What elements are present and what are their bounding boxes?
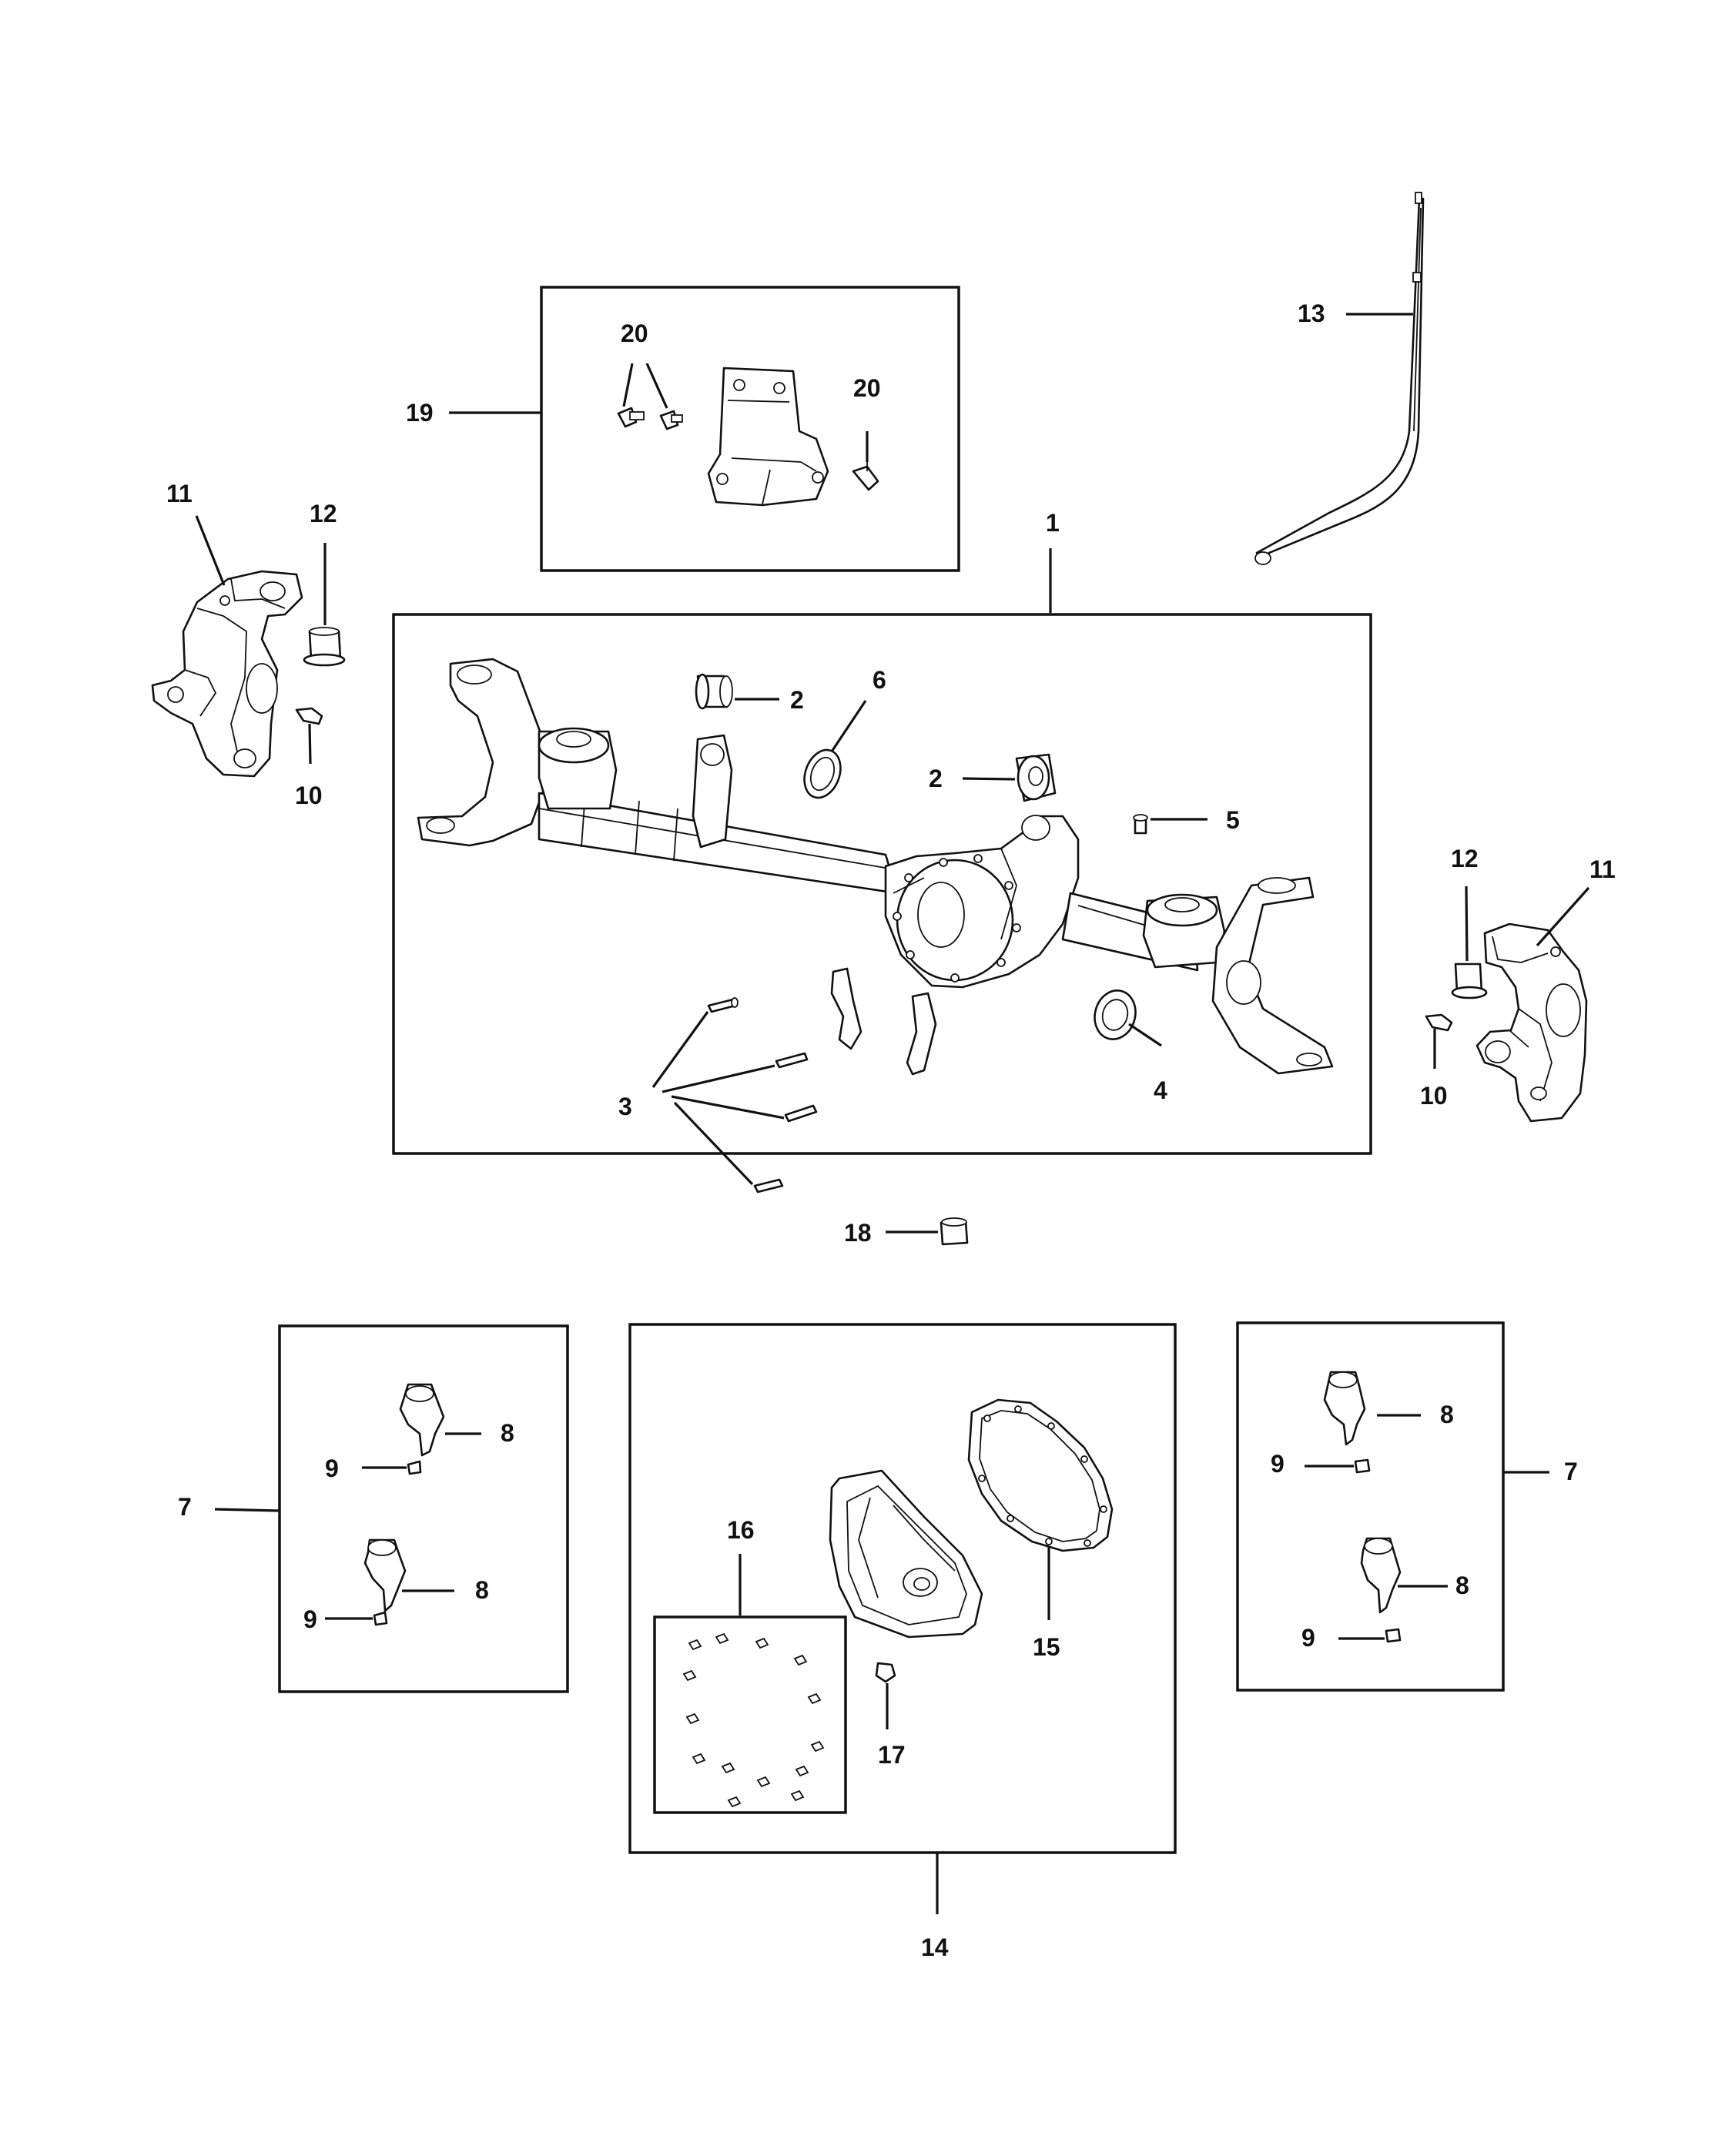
callout-4: 4 xyxy=(1154,1076,1167,1104)
callout-11-left: 11 xyxy=(166,480,193,507)
bolt-3-d-part xyxy=(753,1178,784,1194)
dipstick-tube-part xyxy=(1254,192,1425,565)
bolt-3-b-part xyxy=(775,1052,809,1069)
callout-10-right: 10 xyxy=(1420,1082,1448,1110)
axle-housing-part xyxy=(417,658,1334,1075)
seal-4-part xyxy=(1094,989,1137,1040)
callout-9-right-lower: 9 xyxy=(1301,1624,1315,1652)
callout-17: 17 xyxy=(878,1741,906,1769)
callout-1: 1 xyxy=(1046,509,1060,537)
bolt-20-b-part xyxy=(659,410,683,430)
box-7-right-ball-joints xyxy=(1236,1321,1505,1692)
callout-8-right-upper: 8 xyxy=(1440,1401,1454,1428)
ball-joint-8-upper-left-part xyxy=(399,1383,445,1457)
callout-7-right: 7 xyxy=(1564,1458,1578,1485)
cover-bolts-16-part xyxy=(682,1632,825,1808)
nut-9-lower-right-part xyxy=(1385,1628,1402,1643)
steering-knuckle-left-part xyxy=(151,570,303,778)
callout-14: 14 xyxy=(921,1933,949,1961)
plug-18-part xyxy=(940,1217,969,1246)
callout-18: 18 xyxy=(844,1219,872,1247)
nut-9-upper-left-part xyxy=(407,1460,422,1475)
callout-19: 19 xyxy=(406,399,434,427)
bushing-2-right-part xyxy=(1015,753,1057,802)
box-14-cover-group xyxy=(628,1323,1177,1854)
bolt-20-c-part xyxy=(852,431,879,491)
pin-10-right-part xyxy=(1425,1013,1453,1032)
pin-10-left-part xyxy=(295,707,323,725)
callout-9-right-upper: 9 xyxy=(1271,1450,1285,1478)
callout-9-left-lower: 9 xyxy=(303,1605,317,1633)
callout-2-upper: 2 xyxy=(790,686,804,714)
box-1-axle-housing-group xyxy=(392,613,1372,1155)
callout-8-right-lower: 8 xyxy=(1455,1572,1469,1599)
callout-20-left: 20 xyxy=(621,320,648,347)
callout-16: 16 xyxy=(727,1516,755,1544)
callout-5: 5 xyxy=(1226,806,1240,834)
cover-gasket-part xyxy=(967,1398,1114,1552)
bearing-cap-right-part xyxy=(906,992,937,1076)
box-7-left-ball-joints xyxy=(278,1324,569,1693)
callout-7-left: 7 xyxy=(178,1493,192,1521)
bracket-part xyxy=(707,367,829,507)
bearing-cap-left-part xyxy=(830,967,862,1050)
nut-9-lower-left-part xyxy=(373,1611,388,1626)
bolt-3-c-part xyxy=(784,1104,818,1123)
callout-20-right: 20 xyxy=(853,374,881,402)
seal-6-part xyxy=(803,748,842,799)
callout-15: 15 xyxy=(1033,1633,1060,1661)
ball-joint-8-lower-left-part xyxy=(363,1538,407,1612)
bushing-12-left-part xyxy=(303,627,346,667)
ball-joint-8-lower-right-part xyxy=(1360,1537,1402,1614)
vent-5-part xyxy=(1133,814,1148,835)
callout-13: 13 xyxy=(1298,300,1325,327)
fill-plug-17-part xyxy=(875,1662,896,1683)
callout-11-right: 11 xyxy=(1589,855,1616,883)
callout-3: 3 xyxy=(618,1093,632,1120)
callout-12-left: 12 xyxy=(310,500,337,527)
bolt-3-a-part xyxy=(707,997,739,1013)
steering-knuckle-right-part xyxy=(1475,922,1588,1123)
box-16-bolt-set xyxy=(653,1615,847,1814)
ball-joint-8-upper-right-part xyxy=(1323,1371,1366,1446)
callout-10-left: 10 xyxy=(295,782,323,809)
callout-12-right: 12 xyxy=(1451,845,1479,872)
bolt-20-a-part xyxy=(617,407,645,428)
differential-cover-part xyxy=(829,1469,983,1639)
nut-9-upper-right-part xyxy=(1354,1458,1371,1474)
box-19-bracket-group xyxy=(540,286,960,572)
cover-bolt-holes xyxy=(893,854,1021,983)
callout-2-lower: 2 xyxy=(929,765,943,792)
callout-8-left-upper: 8 xyxy=(501,1419,514,1447)
callout-6: 6 xyxy=(873,666,886,694)
callout-9-left-upper: 9 xyxy=(325,1455,339,1482)
bushing-12-right-part xyxy=(1451,962,1488,999)
callout-8-left-lower: 8 xyxy=(475,1576,489,1604)
bushing-2-left-part xyxy=(695,673,733,710)
